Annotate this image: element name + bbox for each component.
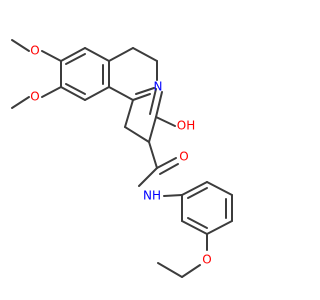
acid-hydroxyl: OH <box>177 119 195 133</box>
bond <box>84 86 110 101</box>
bond <box>206 181 233 196</box>
bond <box>206 220 233 235</box>
bond <box>41 50 62 62</box>
ethoxy-oxygen: O <box>202 253 211 267</box>
bond <box>155 116 176 127</box>
amide-oxygen: O <box>179 150 188 164</box>
bond <box>11 39 30 52</box>
bond <box>149 88 157 115</box>
bond <box>148 141 158 169</box>
bond <box>11 96 30 109</box>
bond <box>181 220 208 235</box>
amide-nitrogen: NH <box>143 189 161 203</box>
bond <box>148 116 157 143</box>
bond <box>60 86 86 101</box>
atom-labels: O O N OH O NH O <box>30 44 211 267</box>
molecule-canvas: O O N OH O NH O <box>11 39 233 278</box>
methoxy-oxygen-2: O <box>30 90 39 104</box>
bond <box>84 47 110 62</box>
bond <box>132 93 151 101</box>
bond <box>41 86 62 98</box>
bond <box>155 91 163 118</box>
bond <box>181 264 201 278</box>
bond <box>108 47 134 62</box>
bond <box>65 83 86 95</box>
bond <box>135 87 155 95</box>
bond <box>163 194 183 197</box>
bond <box>159 163 179 175</box>
bond <box>181 181 208 196</box>
bond <box>124 126 150 143</box>
bonds <box>11 39 233 278</box>
bond <box>108 86 134 101</box>
bond <box>157 262 183 278</box>
methoxy-oxygen-1: O <box>30 44 39 58</box>
bond <box>156 157 177 169</box>
molecule-structure: O O N OH O NH O <box>11 39 233 278</box>
bond <box>138 167 158 187</box>
bond <box>187 217 208 229</box>
bond <box>124 99 134 128</box>
ring-nitrogen: N <box>154 80 163 94</box>
bond <box>60 47 86 62</box>
bond <box>132 47 158 62</box>
bond <box>65 53 86 65</box>
bond <box>187 187 208 199</box>
